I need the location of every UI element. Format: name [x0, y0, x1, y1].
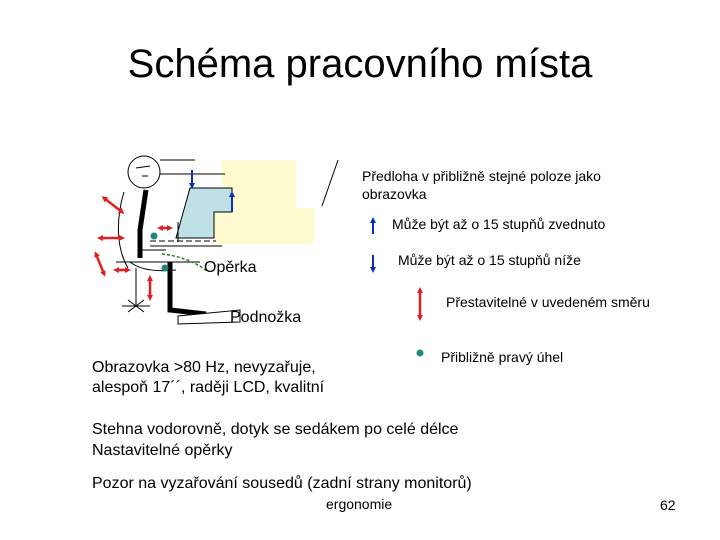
adjust-arrow-backrest-tilt — [101, 196, 125, 214]
person-face — [135, 165, 151, 177]
person-head — [127, 155, 161, 189]
angle-dot-elbow — [150, 232, 158, 240]
legend-adjustable: Přestavitelné v uvedeném směru — [446, 294, 650, 310]
note-monitor: Obrazovka >80 Hz, nevyzařuje, alespoň 17… — [92, 359, 325, 396]
legend-tilt-down: Může být až o 15 stupňů níže — [398, 252, 581, 268]
note-neighbors: Pozor na vyzařování sousedů (zadní stran… — [92, 475, 472, 492]
person-leg — [167, 262, 207, 317]
document-holder-base — [214, 208, 314, 244]
label-footrest: Podnožka — [230, 309, 302, 326]
note-armrests: Nastavitelné opěrky — [92, 442, 233, 459]
document-holder — [222, 160, 296, 208]
legend-document-position: Předloha v přibližně stejné poloze jako … — [362, 168, 601, 202]
angle-dot-hip — [161, 264, 169, 272]
slide-title: Schéma pracovního místa — [127, 42, 593, 86]
label-backrest: Opěrka — [204, 259, 257, 276]
chair-base — [122, 299, 150, 313]
footer-text: ergonomie — [326, 496, 393, 512]
document-legend-bracket — [321, 159, 339, 207]
person-back — [137, 189, 149, 258]
note-thighs: Stehna vodorovně, dotyk se sedákem po ce… — [92, 421, 459, 438]
monitor-screen — [175, 187, 233, 239]
legend-right-angle: Přibližně pravý úhel — [441, 349, 564, 365]
armrest-line — [161, 253, 209, 273]
page-number: 62 — [660, 497, 676, 513]
legend-tilt-up: Může být až o 15 stupňů zvednuto — [392, 216, 606, 232]
backrest-curve — [117, 191, 129, 269]
adjust-arrow-lumbar — [94, 251, 106, 277]
legend-icon-right-angle — [416, 349, 424, 357]
footrest — [177, 309, 241, 325]
